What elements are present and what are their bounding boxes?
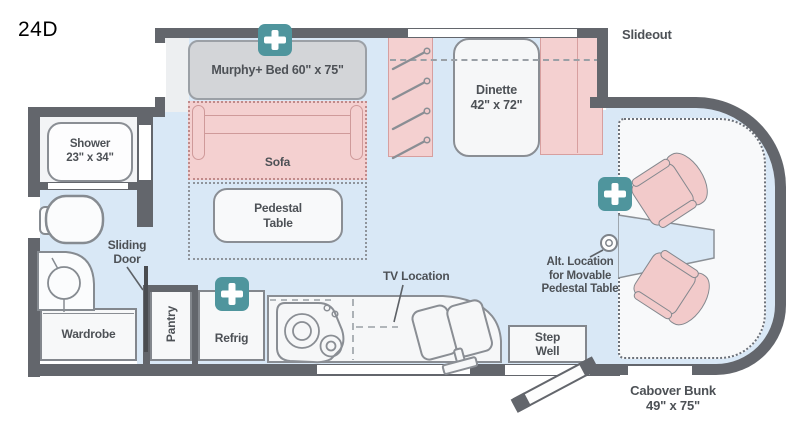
step-well-label-1: Step <box>534 329 561 344</box>
entry-door-open <box>510 356 599 413</box>
tv-pointer-line <box>393 284 404 323</box>
cab-aisle-wedge <box>618 214 715 279</box>
dinette-bench-right <box>540 36 603 155</box>
sliding-door-label-1: Sliding <box>107 238 147 252</box>
window-slideout-left <box>153 43 166 97</box>
sofa: Sofa <box>188 101 367 180</box>
sofa-seat-line <box>205 133 350 134</box>
bed-side-cabinet <box>165 38 189 112</box>
tv-location-label: TV Location <box>383 269 450 283</box>
tv-unit <box>411 299 493 375</box>
alt-location-pointer-line <box>589 249 604 258</box>
shower-label-1: Shower <box>69 138 111 151</box>
window-left-wall <box>27 197 40 238</box>
shower-pan: Shower 23" x 34" <box>47 122 133 182</box>
plan-title: 24D <box>18 18 59 41</box>
cabover-bunk-label: Cabover Bunk 49" x 75" <box>618 383 728 414</box>
burner-large <box>284 313 320 349</box>
wall-pantry-refrig-divider <box>192 288 198 364</box>
cabover-bunk-label-1: Cabover Bunk <box>630 383 716 398</box>
plus-icon-refrig <box>215 277 249 311</box>
sliding-door-label: Sliding Door <box>98 238 156 266</box>
alt-location-label: Alt. Location for Movable Pedestal Table <box>534 256 626 297</box>
entry-door-opening <box>505 365 590 375</box>
sofa-back-line <box>205 115 350 116</box>
alt-pedestal-mount <box>600 234 618 252</box>
dinette-table: Dinette 42" x 72" <box>453 38 540 157</box>
wardrobe-front-line <box>43 313 134 314</box>
alt-location-label-3: Pedestal Table <box>541 283 619 296</box>
bath-door-opening <box>139 125 151 180</box>
plus-icon-cab <box>598 177 632 211</box>
refrig-label: Refrig <box>214 330 249 345</box>
wardrobe-label: Wardrobe <box>61 327 116 342</box>
dinette-brace-ends <box>423 47 431 144</box>
window-bottom-cab <box>628 366 692 375</box>
step-well-label-2: Well <box>535 344 560 358</box>
wall-top-right-stub <box>590 97 618 108</box>
sink-knob-2 <box>331 310 339 318</box>
sink-knob-1 <box>323 304 331 312</box>
pedestal-table-label-2: Table <box>263 215 293 230</box>
sliding-door-label-2: Door <box>113 252 141 267</box>
sofa-armrest-right <box>350 105 363 160</box>
cabover-bunk-label-2: 49" x 75" <box>646 398 700 414</box>
alt-location-label-1: Alt. Location <box>546 256 614 268</box>
slideout-footprint <box>188 182 367 260</box>
dinette-bench-braces <box>391 49 429 160</box>
wardrobe: Wardrobe <box>40 308 137 361</box>
alt-pedestal-mount-inner <box>605 239 613 247</box>
pedestal-table: Pedestal Table <box>213 188 343 243</box>
cab-aisle-wedge-shape <box>618 214 715 279</box>
pantry: Pantry <box>150 288 192 361</box>
pedestal-table-label-1: Pedestal <box>254 201 302 216</box>
step-well: Step Well <box>508 325 587 363</box>
slideout-travel-line <box>390 59 600 61</box>
window-bottom-kitchen <box>317 365 470 374</box>
dinette-bench-back-line <box>577 37 578 153</box>
sofa-armrest-left <box>192 105 205 160</box>
murphy-bed-label: Murphy+ Bed 60" x 75" <box>211 62 344 77</box>
dinette-size-label: 42" x 72" <box>470 97 523 112</box>
dinette-label: Dinette <box>476 82 517 97</box>
burner-small <box>319 334 343 358</box>
shower-door-opening <box>48 183 128 189</box>
wall-slideout-top <box>155 28 608 38</box>
sliding-door-panel <box>144 266 148 352</box>
wall-above-pantry <box>143 285 198 292</box>
sliding-door-pointer-line <box>126 266 144 291</box>
wall-bath-top <box>28 107 165 117</box>
wall-dinette-right <box>597 28 608 108</box>
toilet-bowl <box>44 194 105 245</box>
shower-label-2: 23" x 34" <box>66 152 114 164</box>
vanity <box>37 251 95 311</box>
alt-location-label-2: for Movable <box>548 269 612 282</box>
plus-icon-murphy <box>258 24 292 56</box>
slideout-label: Slideout <box>622 27 672 42</box>
sofa-label: Sofa <box>264 155 291 169</box>
window-slideout-top <box>408 29 577 37</box>
vanity-faucet-line <box>51 257 59 270</box>
